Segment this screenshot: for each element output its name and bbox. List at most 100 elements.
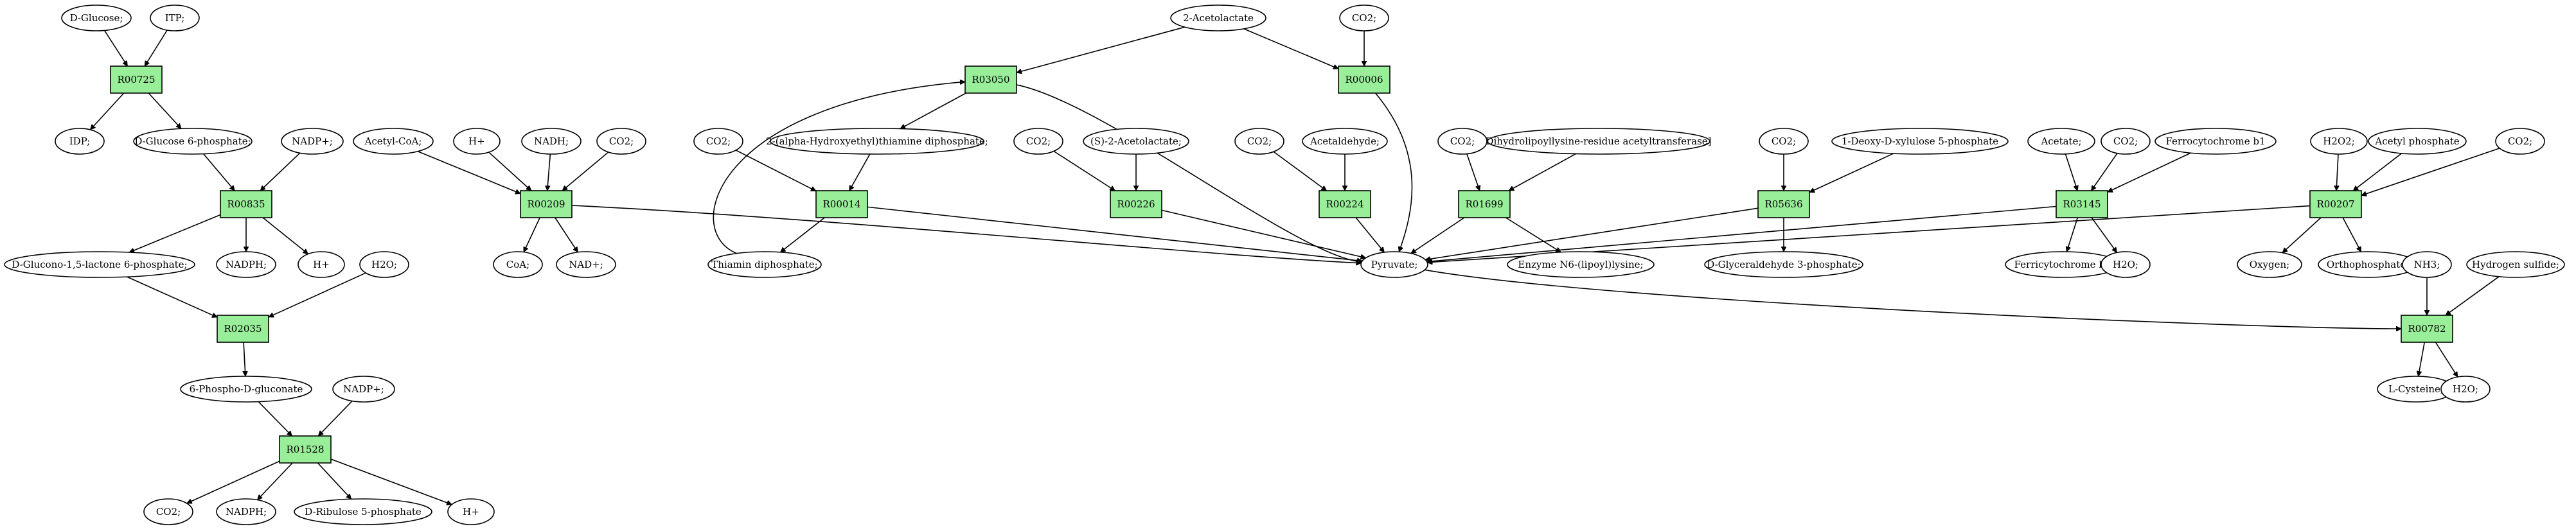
node-label: 1-Deoxy-D-xylulose 5-phosphate: [1842, 135, 1998, 147]
compound-node-ferricytochrome-b1[interactable]: Ferricytochrome b1: [2005, 251, 2120, 278]
compound-node-h[interactable]: H+: [447, 498, 495, 525]
compound-node-co2[interactable]: CO2;: [693, 128, 743, 155]
reaction-node-r03050[interactable]: R03050: [964, 65, 1017, 94]
compound-ellipse: [693, 128, 743, 155]
compound-node-h2o[interactable]: H2O;: [2440, 376, 2491, 403]
compound-node-d-glucose-6-phosphate[interactable]: D-Glucose 6-phosphate;: [133, 128, 253, 155]
reaction-node-r01699[interactable]: R01699: [1458, 190, 1511, 218]
compound-node-2-acetolactate[interactable]: 2-Acetolactate: [1170, 4, 1266, 31]
edge-r00226-to-pyruvate: [1161, 209, 1366, 257]
edge-acetyl-coa-to-r00209: [417, 151, 520, 194]
edge-r03050-to-pyruvate: [1016, 84, 1362, 262]
compound-node-idp[interactable]: IDP;: [55, 128, 105, 155]
compound-node-co2[interactable]: CO2;: [2495, 128, 2545, 155]
reaction-box: [2056, 190, 2108, 218]
compound-node-nadph[interactable]: NADPH;: [216, 251, 276, 278]
compound-node-h[interactable]: H+: [298, 251, 345, 278]
compound-node-d-ribulose-5-phosphate[interactable]: D-Ribulose 5-phosphate: [294, 498, 432, 525]
reaction-node-r00782[interactable]: R00782: [2401, 315, 2453, 343]
compound-node-d-glyceraldehyde-3-phosphate[interactable]: D-Glyceraldehyde 3-phosphate;: [1704, 251, 1863, 278]
reaction-node-r05636[interactable]: R05636: [1757, 190, 1810, 218]
compound-node-acetyl-coa[interactable]: Acetyl-CoA;: [353, 128, 434, 155]
compound-ellipse: [2154, 128, 2277, 155]
node-label: Ferrocytochrome b1: [2165, 135, 2265, 147]
node-label: R01699: [1465, 198, 1503, 210]
compound-node-co2[interactable]: CO2;: [1437, 128, 1488, 155]
compound-node-h[interactable]: H+: [453, 128, 501, 155]
compound-node-acetate[interactable]: Acetate;: [2027, 128, 2095, 155]
reaction-node-r00006[interactable]: R00006: [1338, 65, 1390, 94]
compound-node-h2o[interactable]: H2O;: [2101, 251, 2151, 278]
reaction-box: [1757, 190, 1810, 218]
compound-node-ferrocytochrome-b1[interactable]: Ferrocytochrome b1: [2154, 128, 2277, 155]
compound-node-2-alpha-hydroxyethyl-thiamine-diphosphate[interactable]: 2-(alpha-Hydroxyethyl)thiamine diphospha…: [766, 128, 988, 155]
compound-node-co2[interactable]: CO2;: [2101, 128, 2151, 155]
edge-r03050-to-2-alpha-hydroxyethyl-thiamine-diphosphate: [900, 92, 966, 130]
compound-node-h2o[interactable]: H2O;: [359, 251, 409, 278]
compound-node-nadp[interactable]: NADP+;: [332, 376, 395, 403]
compound-node-co2[interactable]: CO2;: [1234, 128, 1284, 155]
node-label: CO2;: [1450, 135, 1475, 147]
compound-node-itp[interactable]: ITP;: [150, 4, 200, 31]
reaction-node-r01528[interactable]: R01528: [279, 435, 332, 464]
reaction-node-r02035[interactable]: R02035: [217, 315, 269, 343]
compound-node-l-cysteine[interactable]: L-Cysteine;: [2377, 376, 2455, 403]
compound-ellipse: [359, 251, 409, 278]
compound-ellipse: [2495, 128, 2545, 155]
compound-node-coa[interactable]: CoA;: [493, 251, 543, 278]
compound-node-co2[interactable]: CO2;: [596, 128, 646, 155]
compound-node-nh3[interactable]: NH3;: [2402, 251, 2452, 278]
reaction-node-r00835[interactable]: R00835: [220, 190, 272, 218]
node-label: H+: [313, 259, 330, 270]
edge-r00006-to-pyruvate: [1374, 92, 1413, 252]
reaction-node-r00207[interactable]: R00207: [2309, 190, 2362, 218]
edge-nadp-to-r01528: [318, 400, 353, 436]
compound-node-oxygen[interactable]: Oxygen;: [2237, 251, 2302, 278]
reaction-node-r03145[interactable]: R03145: [2056, 190, 2108, 218]
edge-2-alpha-hydroxyethyl-thiamine-diphosphate-to-r00014: [849, 153, 871, 191]
compound-ellipse: [298, 251, 345, 278]
compound-node-s-2-acetolactate[interactable]: (S)-2-Acetolactate;: [1083, 128, 1189, 155]
compound-node-h2o2[interactable]: H2O2;: [2310, 128, 2368, 155]
edge-itp-to-r00725: [144, 30, 168, 66]
compound-node-acetyl-phosphate[interactable]: Acetyl phosphate: [2368, 128, 2467, 155]
compound-node-thiamin-diphosphate[interactable]: Thiamin diphosphate;: [707, 251, 822, 278]
reaction-box: [520, 190, 573, 218]
reaction-node-r00224[interactable]: R00224: [1319, 190, 1371, 218]
compound-node-enzyme-n6-lipoyl-lysine[interactable]: Enzyme N6-(lipoyl)lysine;: [1507, 251, 1655, 278]
compound-node-acetaldehyde[interactable]: Acetaldehyde;: [1302, 128, 1388, 155]
compound-node-dihydrolipoyllysine-residue-acetyltransferase[interactable]: Dihydrolipoyllysine-residue acetyltransf…: [1486, 128, 1712, 155]
compound-node-6-phospho-d-gluconate[interactable]: 6-Phospho-D-gluconate: [180, 376, 312, 403]
node-label: H+: [468, 135, 485, 147]
compound-ellipse: [1831, 128, 2009, 155]
node-label: Dihydrolipoyllysine-residue acetyltransf…: [1486, 135, 1711, 147]
compound-node-nadh[interactable]: NADH;: [521, 128, 582, 155]
node-label: Acetyl phosphate: [2374, 135, 2459, 147]
compound-node-co2[interactable]: CO2;: [1759, 128, 1809, 155]
reaction-node-r00014[interactable]: R00014: [815, 190, 868, 218]
compound-node-orthophosphate[interactable]: Orthophosphate;: [2318, 251, 2418, 278]
compound-node-d-glucose[interactable]: D-Glucose;: [61, 4, 132, 31]
compound-node-hydrogen-sulfide[interactable]: Hydrogen sulfide;: [2466, 251, 2565, 278]
compound-ellipse: [332, 376, 395, 403]
node-label: D-Glucose;: [70, 12, 123, 24]
compound-node-nadph[interactable]: NADPH;: [216, 498, 276, 525]
reaction-node-r00226[interactable]: R00226: [1110, 190, 1162, 218]
compound-node-co2[interactable]: CO2;: [1339, 4, 1389, 31]
compound-node-co2[interactable]: CO2;: [1013, 128, 1063, 155]
node-label: Oxygen;: [2250, 259, 2289, 270]
compound-node-d-glucono-1-5-lactone-6-phosphate[interactable]: D-Glucono-1,5-lactone 6-phosphate;: [4, 251, 195, 278]
compound-ellipse: [493, 251, 543, 278]
node-label: R00835: [227, 198, 265, 210]
compound-node-co2[interactable]: CO2;: [143, 498, 193, 525]
reaction-node-r00725[interactable]: R00725: [110, 65, 163, 94]
reaction-node-r00209[interactable]: R00209: [520, 190, 573, 218]
compound-node-nadp[interactable]: NADP+;: [281, 128, 344, 155]
node-label: CO2;: [706, 135, 731, 147]
compound-ellipse: [1302, 128, 1388, 155]
compound-node-nad[interactable]: NAD+;: [556, 251, 616, 278]
compound-node-pyruvate[interactable]: Pyruvate;: [1360, 251, 1428, 278]
reaction-box: [220, 190, 272, 218]
compound-node-1-deoxy-d-xylulose-5-phosphate[interactable]: 1-Deoxy-D-xylulose 5-phosphate: [1831, 128, 2009, 155]
